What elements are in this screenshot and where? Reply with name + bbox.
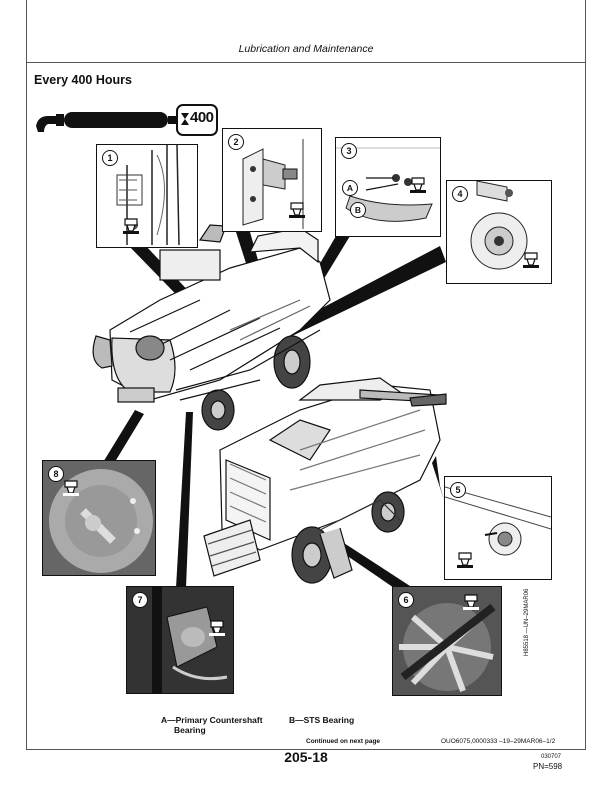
document-reference: OUO6075,0000333 –19–29MAR06–1/2	[441, 738, 556, 745]
callout-3: 3 A B	[335, 137, 441, 237]
callout-7: 7	[126, 586, 234, 694]
combine-front-view	[203, 377, 447, 584]
caption-a: A—Primary Countershaft	[161, 715, 263, 725]
interval-badge: 400	[176, 104, 218, 136]
interval-hours: 400	[190, 109, 214, 126]
callout-number-7: 7	[132, 592, 148, 608]
grease-fitting-icon	[457, 552, 473, 568]
frame-left-top	[26, 0, 27, 62]
callout-8-detail	[43, 461, 155, 575]
figure-code: H85518 —UN–29MAR06	[524, 588, 530, 656]
grease-fitting-icon	[209, 620, 225, 636]
grease-fitting-icon	[63, 480, 79, 496]
callout-6-detail	[393, 587, 501, 695]
frame-top-rule	[26, 62, 586, 63]
pn-number: PN=598	[533, 762, 563, 771]
callout-number-8: 8	[48, 466, 64, 482]
grease-fitting-icon	[123, 218, 139, 234]
callout-5: 5	[444, 476, 552, 580]
callout-8: 8	[42, 460, 156, 576]
callout-number-3: 3	[341, 143, 357, 159]
footer-rule	[26, 749, 586, 750]
grease-fitting-icon	[523, 252, 539, 268]
frame-right-top	[585, 0, 586, 62]
date-code: 030707	[541, 754, 562, 760]
callout-number-2: 2	[228, 134, 244, 150]
callout-number-1: 1	[102, 150, 118, 166]
combine-rear-view	[92, 224, 331, 431]
frame-right	[585, 62, 586, 750]
callout-4: 4	[446, 180, 552, 284]
grease-fitting-icon	[463, 594, 479, 610]
callout-6: 6	[392, 586, 502, 696]
frame-left	[26, 62, 27, 750]
callout-number-4: 4	[452, 186, 468, 202]
callout-2-detail	[223, 129, 321, 231]
caption-b: B—STS Bearing	[289, 715, 355, 725]
callout-number-6: 6	[398, 592, 414, 608]
callout-number-5: 5	[450, 482, 466, 498]
page-number: 205-18	[284, 749, 328, 765]
grease-fitting-icon	[410, 177, 426, 193]
section-title: Every 400 Hours	[34, 73, 132, 87]
hourglass-icon	[181, 113, 189, 125]
detail-label-b: B	[350, 202, 366, 218]
detail-label-a: A	[342, 180, 358, 196]
callout-2: 2	[222, 128, 322, 232]
continued-note: Continued on next page	[306, 738, 381, 745]
grease-fitting-icon	[289, 202, 305, 218]
caption-a-cont: Bearing	[174, 725, 206, 735]
page-header: Lubrication and Maintenance	[238, 43, 374, 55]
callout-1: 1	[96, 144, 198, 248]
